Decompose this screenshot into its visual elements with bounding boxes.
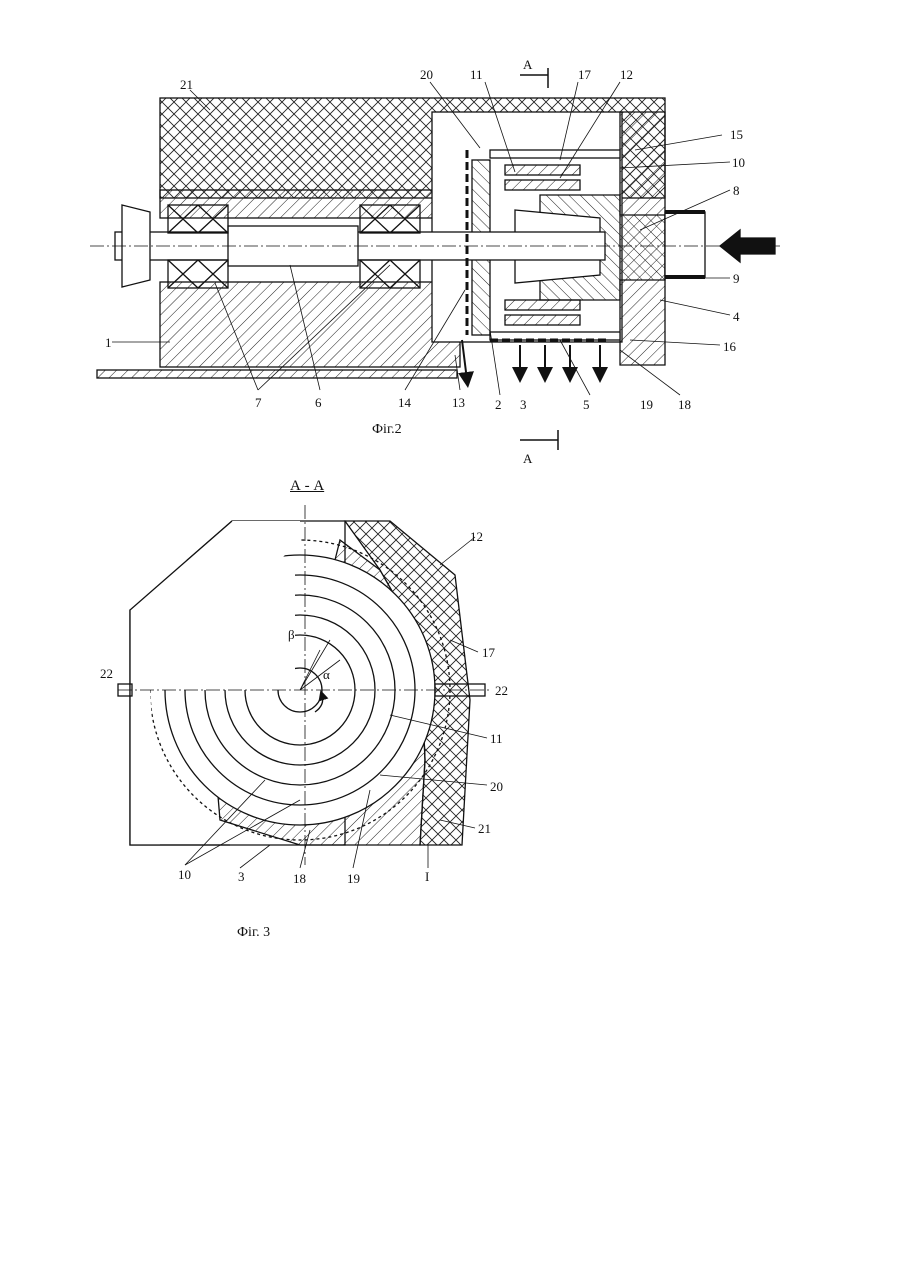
fig3-label-17: 17 [482,646,495,659]
fig2-label-15: 15 [730,128,743,141]
fig2-label-14: 14 [398,396,411,409]
fig3-label-11: 11 [490,732,503,745]
fig2-label-6: 6 [315,396,322,409]
fig2-label-13: 13 [452,396,465,409]
fig3-label-22-right: 22 [495,684,508,697]
fig3-label-10: 10 [178,868,191,881]
fig2-label-10: 10 [732,156,745,169]
fig2-label-19: 19 [640,398,653,411]
fig2-label-21: 21 [180,78,193,91]
fig2-label-18: 18 [678,398,691,411]
fig2-label-16: 16 [723,340,736,353]
fig2-label-7: 7 [255,396,262,409]
fig2-label-12: 12 [620,68,633,81]
fig3-label-19: 19 [347,872,360,885]
fig3-angle-alpha: α [323,668,330,681]
fig2-label-20: 20 [420,68,433,81]
fig3-label-20: 20 [490,780,503,793]
fig2-caption: Фіг.2 [372,422,402,438]
fig2-label-2: 2 [495,398,502,411]
fig2-label-17: 17 [578,68,591,81]
fig3-label-22-left: 22 [100,667,113,680]
fig3-label-I: I [425,870,429,883]
fig2-section-mark-bottom: A [523,452,532,465]
fig2-label-8: 8 [733,184,740,197]
fig3-section-title-text: А - А [290,478,324,494]
fig3-label-12: 12 [470,530,483,543]
fig2-label-11: 11 [470,68,483,81]
fig2-label-5: 5 [583,398,590,411]
fig3-caption: Фіг. 3 [237,925,270,941]
fig3-label-3: 3 [238,870,245,883]
fig2-label-3: 3 [520,398,527,411]
fig3-angle-beta: β [288,628,295,641]
fig2-label-4: 4 [733,310,740,323]
fig3-label-18: 18 [293,872,306,885]
fig3-section-title: А - А [290,478,324,495]
fig2-section-mark-top: A [523,58,532,71]
figure-3-drawing [118,505,490,865]
fig3-label-21: 21 [478,822,491,835]
fig2-label-1: 1 [105,336,112,349]
fig2-label-9: 9 [733,272,740,285]
